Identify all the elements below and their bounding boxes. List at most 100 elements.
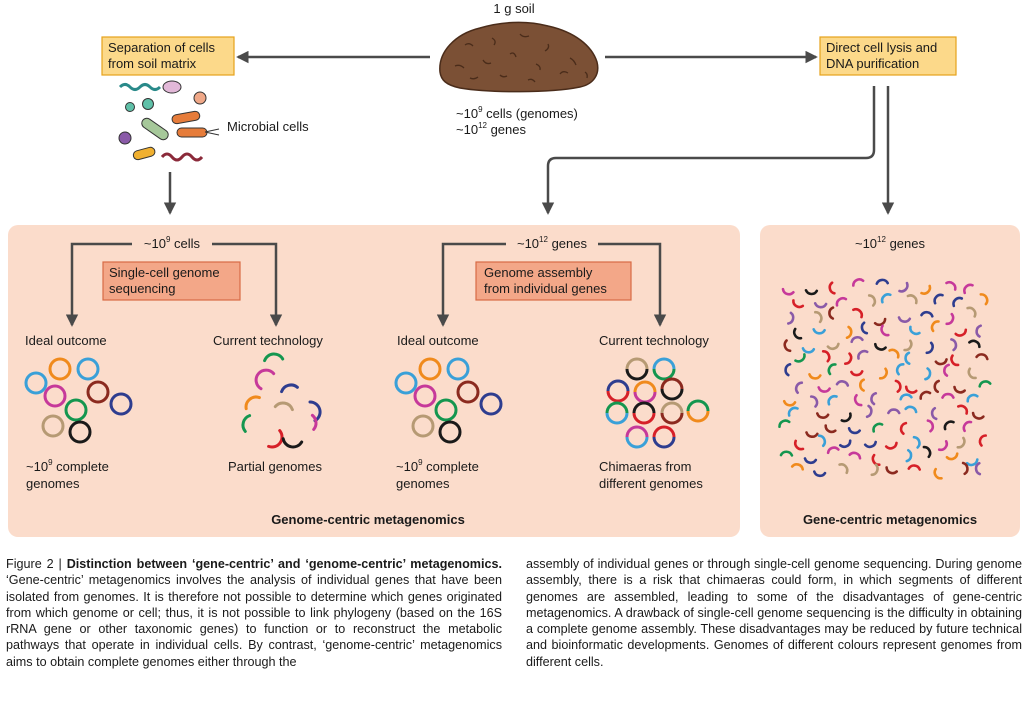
gene-fragment [884, 441, 898, 450]
gene-fragment [787, 311, 795, 325]
gene-fragment [971, 411, 985, 420]
gene-fragment [978, 380, 992, 388]
gene-fragment [887, 408, 901, 415]
separation-box-line1: Separation of cells [108, 40, 215, 55]
genome-circle [48, 357, 72, 381]
gene-fragment [781, 287, 795, 296]
gene-fragment [865, 404, 873, 419]
mid-ideal-outcome-line2: genomes [396, 476, 450, 491]
mid-ideal-outcome: ~109 complete [396, 458, 479, 474]
gene-fragment [828, 281, 836, 295]
metagenomics-figure: 1 g soil ~109 cells (genomes) ~1012 gene… [8, 1, 1020, 537]
gene-fragment [880, 324, 890, 337]
gene-fragment [922, 445, 932, 459]
gene-fragment [899, 393, 913, 401]
gene-fragment [933, 293, 944, 305]
gene-fragment [968, 339, 981, 349]
chimaera-arc [652, 425, 676, 438]
gene-fragment [793, 439, 805, 451]
gene-fragment [812, 328, 826, 335]
chimaera-arc [660, 412, 684, 425]
gene-fragment [906, 294, 918, 305]
mid-current-outcome-line1: Chimaeras from [599, 459, 691, 474]
gene-fragment [888, 348, 900, 359]
gene-fragment [952, 296, 964, 308]
gene-fragment [827, 363, 837, 376]
gene-fragment [966, 393, 979, 403]
partial-genome-arc [241, 414, 252, 433]
chimaera-genomes [605, 357, 710, 449]
gene-fragment [835, 380, 850, 387]
left-current-outcome: Partial genomes [228, 459, 322, 474]
gene-fragment [961, 461, 969, 476]
gene-fragment [945, 281, 957, 291]
genome-circle [418, 357, 442, 381]
gene-fragment [945, 312, 955, 326]
gene-fragment [835, 297, 848, 307]
gene-fragment [912, 435, 921, 449]
gene-fragment [962, 420, 973, 433]
gene-fragment [853, 394, 863, 407]
gene-fragment [945, 452, 959, 461]
gene-fragment [860, 321, 869, 335]
gene-fragment [816, 412, 830, 419]
gene-fragment [875, 278, 889, 285]
mid-current-label: Current technology [599, 333, 709, 348]
gene-fragment [787, 406, 799, 417]
left-ideal-outcome: ~109 complete [26, 458, 109, 474]
gene-fragment [779, 450, 794, 457]
gene-fragment [963, 283, 974, 295]
partial-genome-arc [267, 429, 284, 449]
gene-fragment [873, 317, 887, 327]
gene-fragment [792, 299, 805, 309]
gene-fragment [826, 446, 840, 455]
genome-circle [479, 392, 503, 416]
gene-fragment [930, 406, 938, 421]
gene-fragment [817, 434, 827, 448]
genome-circle [43, 384, 67, 408]
lysis-box [819, 36, 957, 76]
caption-title: Distinction between ‘gene-centric’ and ‘… [66, 557, 502, 571]
mid-current-outcome-line2: different genomes [599, 476, 703, 491]
gene-fragment [957, 404, 969, 415]
gene-fragment [794, 353, 806, 363]
gene-fragment [867, 294, 877, 307]
chimaera-arc [625, 425, 649, 438]
chimaera-arc [652, 357, 676, 370]
genome-circle [41, 414, 65, 438]
gene-fragment [919, 390, 932, 400]
lysis-box-line2: DNA purification [826, 56, 919, 71]
gene-fragment [813, 470, 827, 478]
partial-genome-arc [308, 400, 322, 423]
gene-fragment [920, 310, 934, 318]
chimaera-arc [605, 412, 629, 425]
gene-fragment [941, 392, 955, 399]
gene-fragments [778, 278, 992, 480]
gene-fragment [934, 358, 948, 366]
gene-fragment [863, 440, 877, 449]
gene-centric-panel [760, 225, 1020, 537]
chimaera-arc [625, 357, 649, 370]
single-cell-method-line2: sequencing [109, 281, 176, 296]
gene-centric-title: Gene-centric metagenomics [803, 512, 977, 527]
gene-fragment [805, 431, 819, 438]
gene-fragment [803, 457, 818, 465]
gene-fragment [809, 395, 819, 408]
gene-fragment [792, 327, 803, 340]
gene-fragment [904, 351, 911, 365]
gene-fragment [872, 422, 884, 433]
partial-genome-arc [281, 437, 304, 449]
gene-fragment [933, 379, 940, 394]
single-cell-method-line1: Single-cell genome [109, 265, 220, 280]
chimaera-arc [633, 380, 657, 393]
gene-fragment [905, 449, 913, 463]
gene-fragment [966, 306, 977, 318]
mid-ideal-label: Ideal outcome [397, 333, 479, 348]
gene-fragment [850, 370, 864, 377]
chimaera-arc [605, 401, 629, 414]
gene-fragment [848, 451, 862, 460]
chimaera-arc [625, 436, 649, 449]
gene-fragment [950, 354, 960, 367]
gene-fragment [871, 453, 881, 466]
partial-genome-arc [244, 395, 261, 411]
